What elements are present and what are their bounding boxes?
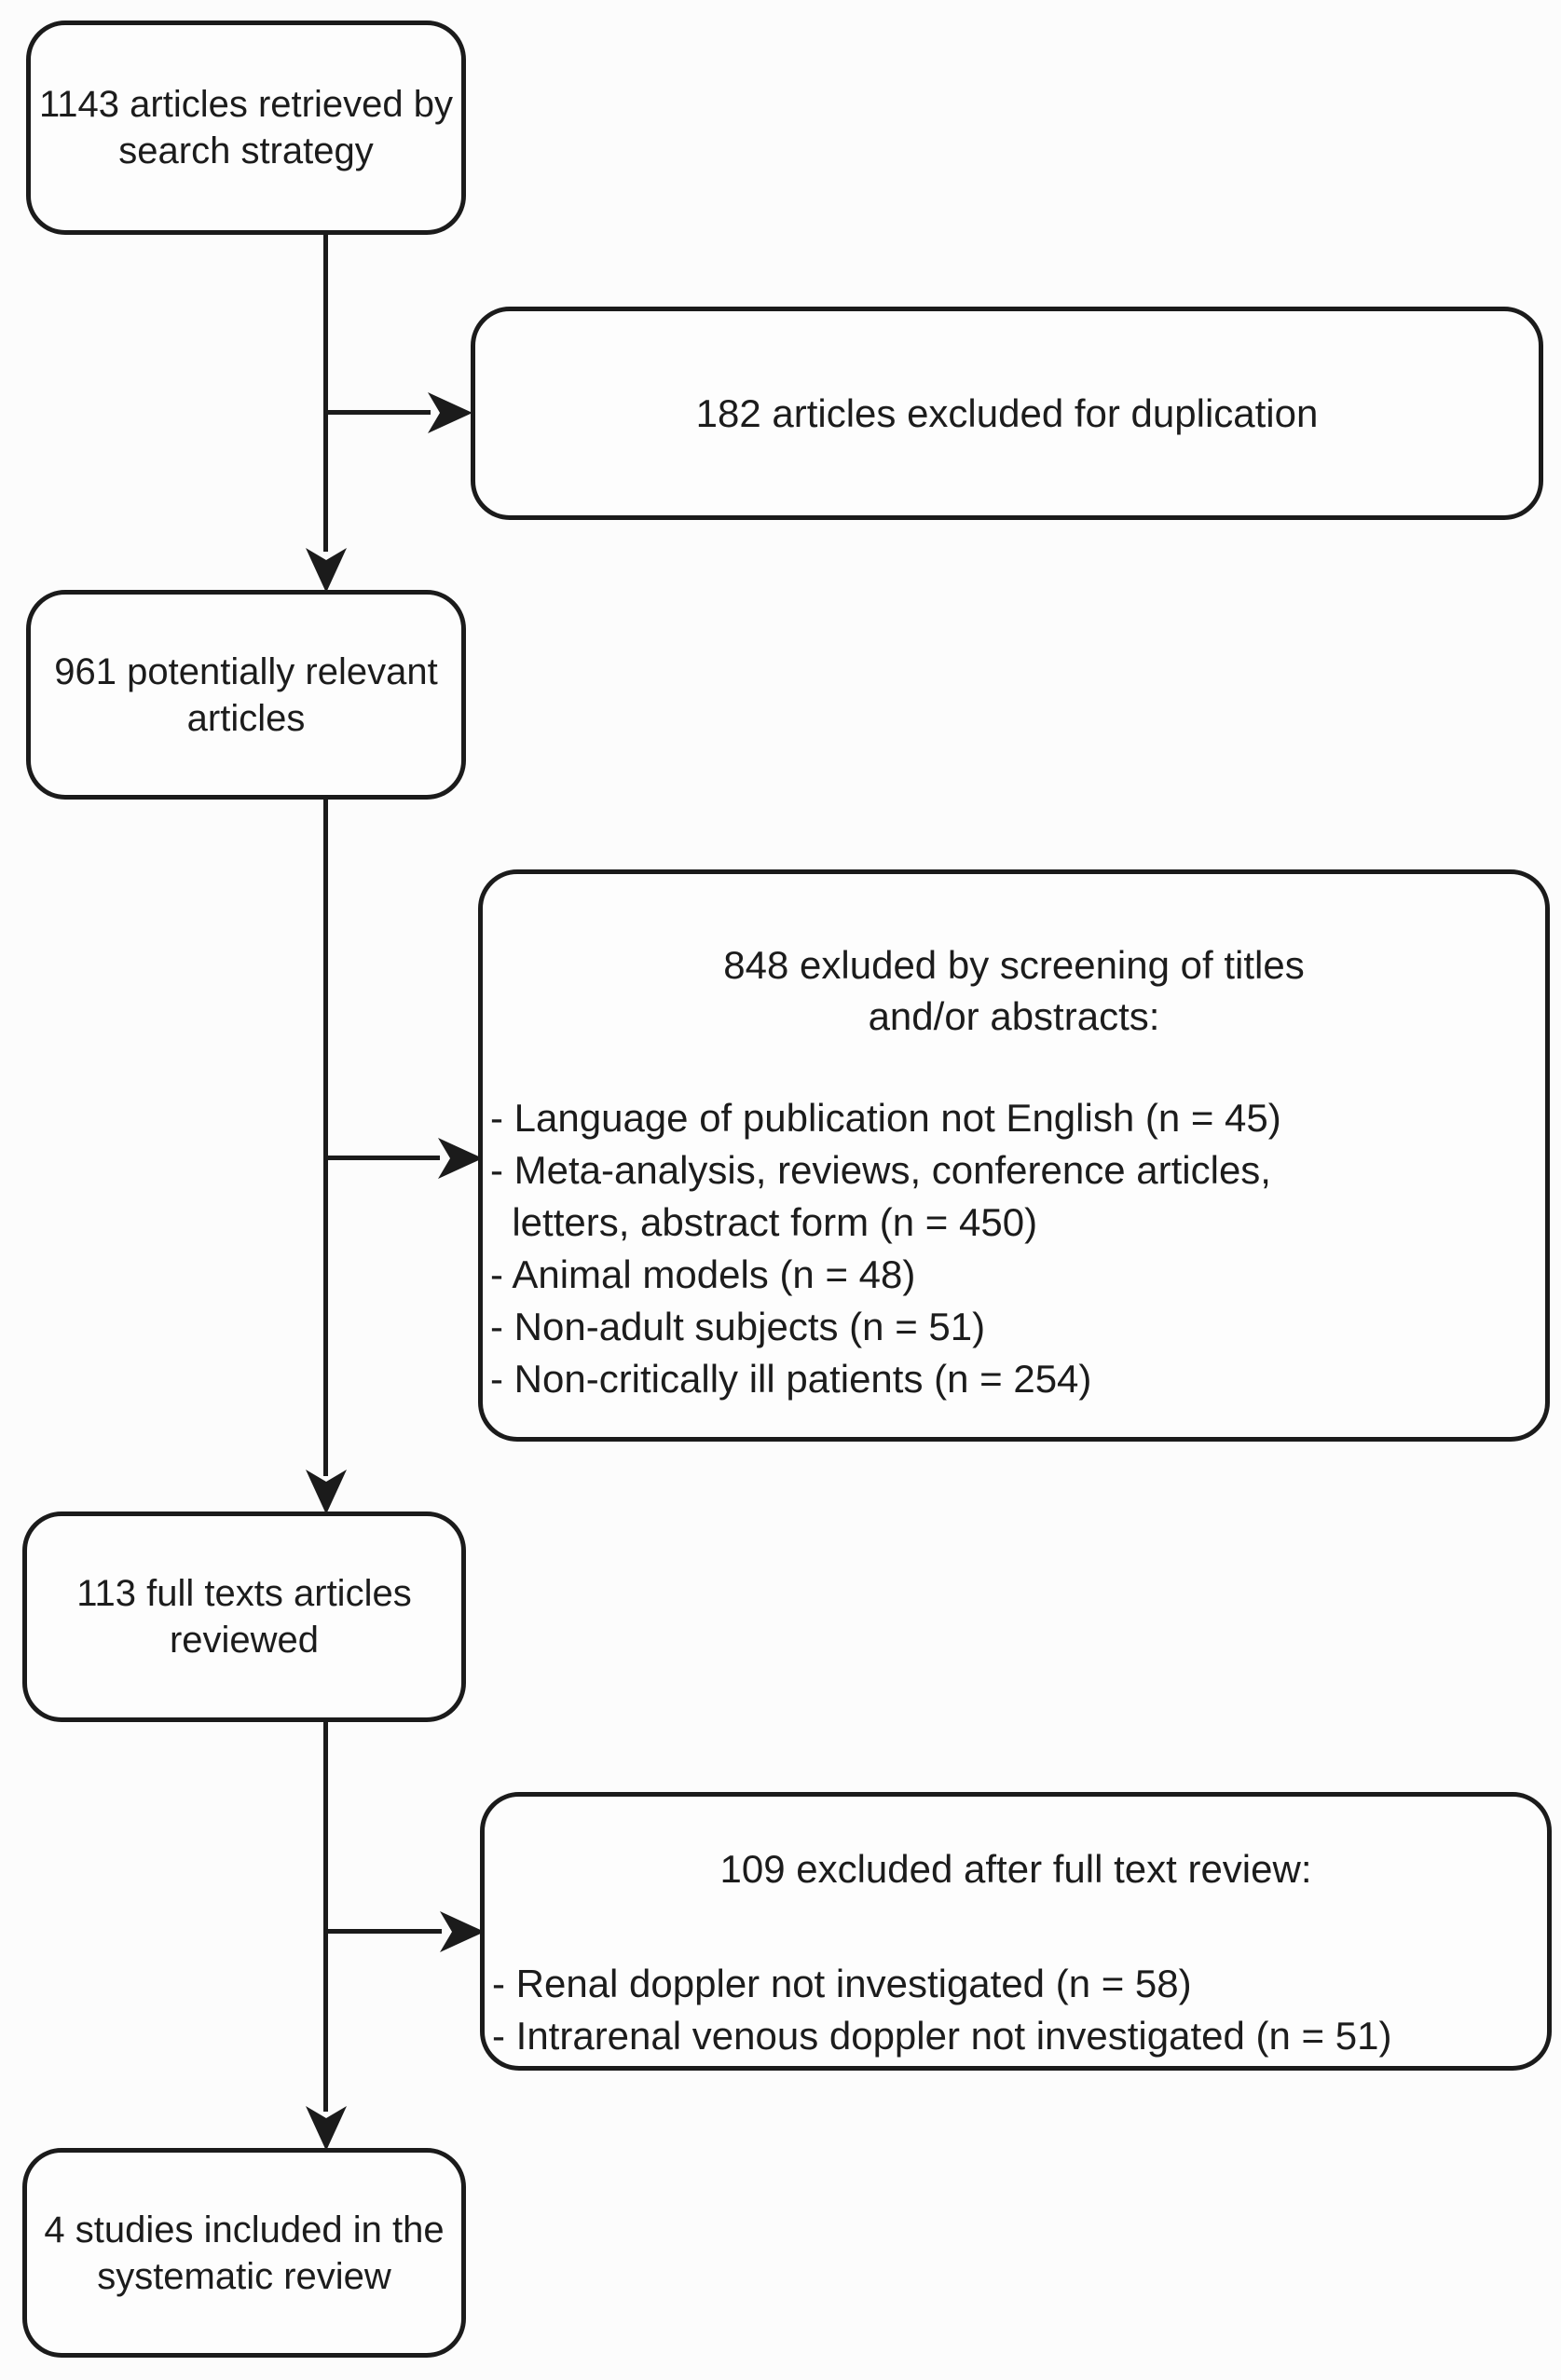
list-item: - Language of publication not English (n…: [490, 1096, 1281, 1140]
box-articles-retrieved-text: 1143 articles retrieved by search strate…: [39, 84, 453, 171]
arrow-down-icon: [306, 548, 347, 593]
box-articles-retrieved: 1143 articles retrieved by search strate…: [26, 21, 466, 235]
box-studies-included: 4 studies included in the systematic rev…: [22, 2148, 466, 2358]
excluded-screening-list: - Language of publication not English (n…: [483, 1092, 1545, 1405]
box-full-text-reviewed-text: 113 full texts articles reviewed: [76, 1573, 412, 1661]
list-item: - Non-critically ill patients (n = 254): [490, 1357, 1092, 1401]
box-excluded-duplication-text: 182 articles excluded for duplication: [695, 390, 1319, 435]
box-excluded-screening: 848 exluded by screening of titles and/o…: [478, 869, 1550, 1442]
list-item: - Non-adult subjects (n = 51): [490, 1305, 986, 1348]
connector-line-to-fulltext-exclusions: [326, 1929, 442, 1934]
connector-line-relevant-to-fulltext: [323, 798, 328, 1476]
box-potentially-relevant: 961 potentially relevant articles: [26, 590, 466, 800]
box-potentially-relevant-text: 961 potentially relevant articles: [54, 650, 438, 739]
connector-line-fulltext-to-included: [323, 1720, 328, 2112]
box-excluded-full-text-title: 109 excluded after full text review:: [719, 1847, 1312, 1891]
list-item: - Intrarenal venous doppler not investig…: [492, 2014, 1392, 2058]
box-excluded-screening-title: 848 exluded by screening of titles and/o…: [723, 943, 1305, 1038]
arrow-down-icon: [306, 2106, 347, 2151]
excluded-full-text-list: - Renal doppler not investigated (n = 58…: [485, 1958, 1547, 2062]
connector-line-to-screening-exclusions: [326, 1156, 440, 1160]
box-full-text-reviewed: 113 full texts articles reviewed: [22, 1511, 466, 1722]
arrow-right-icon: [438, 1138, 483, 1179]
connector-line-to-duplication: [326, 410, 431, 415]
arrow-right-icon: [440, 1911, 485, 1952]
arrow-right-icon: [428, 392, 472, 433]
list-item: - Meta-analysis, reviews, conference art…: [490, 1148, 1271, 1244]
arrow-down-icon: [306, 1470, 347, 1514]
list-item: - Renal doppler not investigated (n = 58…: [492, 1962, 1192, 2005]
box-studies-included-text: 4 studies included in the systematic rev…: [44, 2209, 445, 2297]
connector-line-retrieved-to-relevant: [323, 233, 328, 552]
box-excluded-full-text: 109 excluded after full text review: - R…: [480, 1792, 1552, 2071]
box-excluded-duplication: 182 articles excluded for duplication: [471, 307, 1543, 520]
list-item: - Animal models (n = 48): [490, 1252, 916, 1296]
